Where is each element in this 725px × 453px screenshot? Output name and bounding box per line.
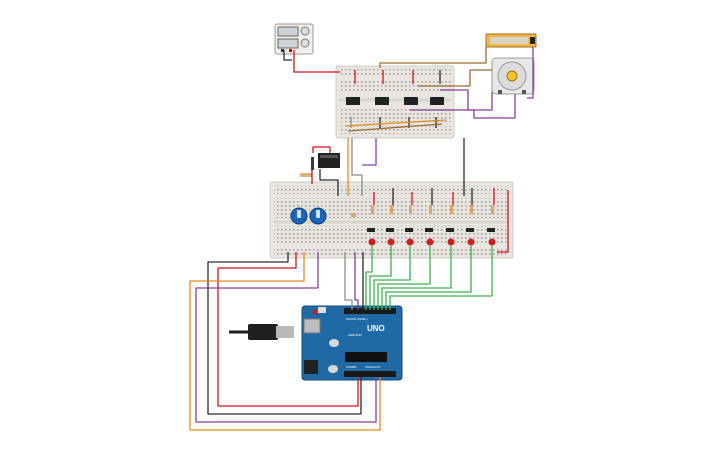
transistor[interactable] <box>367 228 375 232</box>
transistor[interactable] <box>487 228 495 232</box>
board-digital-label: DIGITAL (PWM~) <box>346 317 368 321</box>
board-brand-label: UNO <box>367 324 385 333</box>
wire[interactable] <box>354 252 359 310</box>
ic-chip-icon[interactable] <box>430 97 444 105</box>
resistor-icon[interactable] <box>390 205 393 214</box>
wire[interactable] <box>217 252 359 407</box>
wire[interactable] <box>189 252 381 431</box>
ic-chip-icon[interactable] <box>346 97 360 105</box>
dc-motor-icon[interactable] <box>491 57 535 95</box>
resistor-icon[interactable] <box>351 213 356 217</box>
wire[interactable] <box>344 119 447 127</box>
resistor-icon[interactable] <box>300 173 312 177</box>
board-analog-label: ANALOG IN <box>365 365 380 369</box>
resistor-icon[interactable] <box>450 205 453 214</box>
upper-breadboard[interactable] <box>335 65 455 139</box>
wire[interactable] <box>312 146 331 153</box>
led-icon[interactable] <box>406 238 414 246</box>
wire[interactable] <box>283 50 292 61</box>
resistor-icon[interactable] <box>470 205 473 214</box>
board-maker-label: ARDUINO <box>348 333 363 337</box>
wire[interactable] <box>379 47 487 68</box>
battery-pack-icon[interactable] <box>485 33 537 48</box>
wire[interactable] <box>347 123 443 132</box>
resistor-icon[interactable] <box>429 205 432 214</box>
led-icon[interactable] <box>368 238 376 246</box>
resistor-icon[interactable] <box>491 205 494 214</box>
relay-icon[interactable] <box>318 153 340 168</box>
potentiometer-icon[interactable] <box>309 207 327 225</box>
wire[interactable] <box>527 47 534 99</box>
diode[interactable] <box>311 157 314 170</box>
transistor[interactable] <box>386 228 394 232</box>
wire[interactable] <box>362 138 377 166</box>
board-power-label: POWER <box>346 365 357 369</box>
transistor[interactable] <box>405 228 413 232</box>
resistor-icon[interactable] <box>409 205 412 214</box>
led-icon[interactable] <box>467 238 475 246</box>
wire[interactable] <box>365 246 373 310</box>
transistor[interactable] <box>466 228 474 232</box>
ic-chip-icon[interactable] <box>375 97 389 105</box>
led-icon[interactable] <box>387 238 395 246</box>
resistor-icon[interactable] <box>371 205 374 214</box>
led-icon[interactable] <box>426 238 434 246</box>
wire[interactable] <box>373 246 411 310</box>
wire[interactable] <box>207 252 362 415</box>
wire[interactable] <box>418 69 492 87</box>
usb-cable-icon[interactable] <box>229 324 294 340</box>
wire[interactable] <box>195 252 377 423</box>
ic-chip-icon[interactable] <box>404 97 418 105</box>
wire[interactable] <box>344 252 353 310</box>
wire[interactable] <box>351 138 363 196</box>
wire[interactable] <box>369 246 392 310</box>
transistor[interactable] <box>425 228 433 232</box>
arduino-uno-board[interactable]: UNO ARDUINO DIGITAL (PWM~) ANALOG IN POW… <box>301 305 403 381</box>
wire[interactable] <box>410 94 516 119</box>
wire[interactable] <box>381 246 452 310</box>
led-icon[interactable] <box>447 238 455 246</box>
wire[interactable] <box>377 246 431 310</box>
potentiometer-icon[interactable] <box>290 207 308 225</box>
wire[interactable] <box>293 50 340 73</box>
transistor[interactable] <box>446 228 454 232</box>
wire[interactable] <box>497 190 509 253</box>
led-icon[interactable] <box>488 238 496 246</box>
wire[interactable] <box>319 169 339 196</box>
wire[interactable] <box>385 246 472 310</box>
wire[interactable] <box>389 246 493 310</box>
power-supply[interactable] <box>274 23 314 55</box>
